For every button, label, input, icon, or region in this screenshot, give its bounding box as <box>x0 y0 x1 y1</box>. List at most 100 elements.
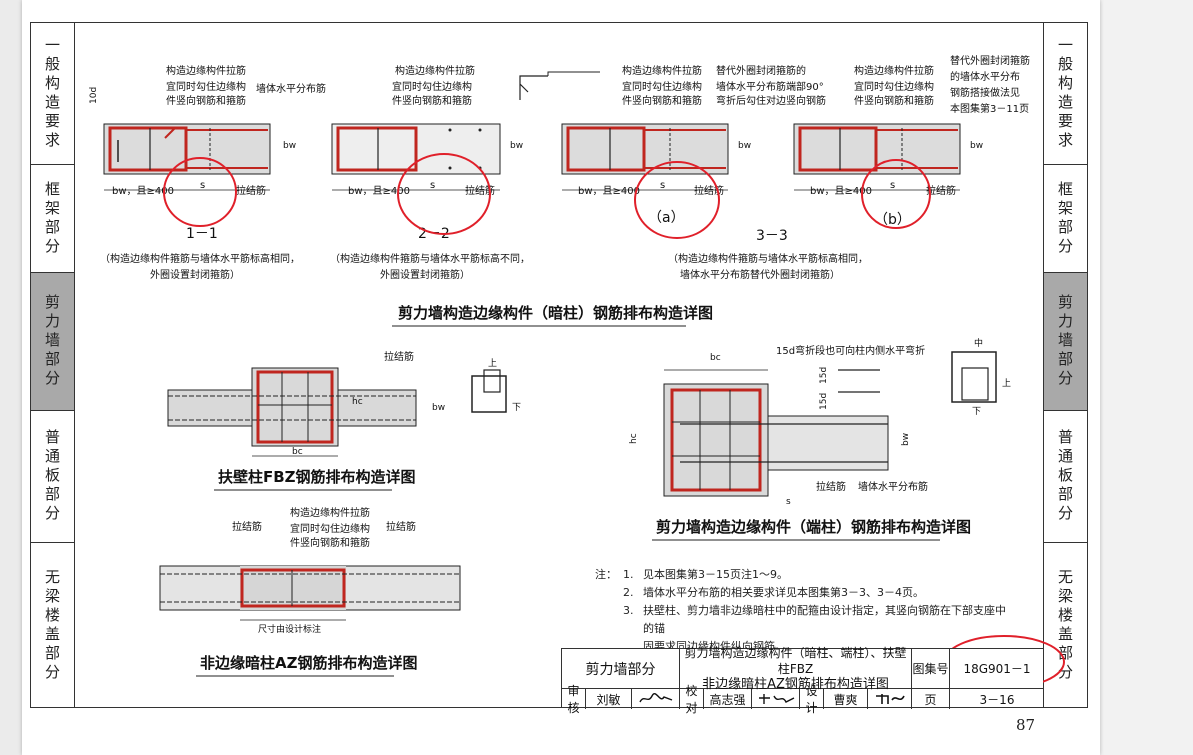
az-detail: 尺寸由设计标注 拉结筋 构造边缘构件拉筋 宜同时勾住边缘构 件竖向钢筋和箍筋 拉… <box>159 506 461 635</box>
replace-note: 钢筋搭接做法见 <box>950 86 1020 99</box>
tb-title-line: 非边缘暗柱AZ钢筋排布构造详图 <box>702 676 889 692</box>
section-3-3-b: bw，且≥400 s 拉结筋 bw 构造边缘构件拉筋 宜同时勾住边缘构 件竖向钢… <box>793 54 1030 228</box>
replace-note: 墙体水平分布筋端部90° <box>716 80 824 93</box>
tb-drawing-title: 剪力墙构造边缘构件（暗柱、端柱）、扶壁柱FBZ 非边缘暗柱AZ钢筋排布构造详图 <box>680 646 912 692</box>
dim-label: 尺寸由设计标注 <box>258 623 321 635</box>
tab-label: 剪力墙部分 <box>1056 294 1074 389</box>
tb-atlas-no: 18G901－1 <box>950 649 1044 689</box>
replace-note: 替代外圈封闭箍筋 <box>950 54 1030 67</box>
subfigure-label: （a） <box>648 210 685 226</box>
annotation-circle <box>861 159 931 229</box>
dim-bw: bw <box>510 141 523 151</box>
subfigure-label: （b） <box>874 212 911 228</box>
tab-slab[interactable]: 普通板部分 <box>1044 411 1087 543</box>
dim-hc: hc <box>352 397 363 407</box>
tie-label: 拉结筋 <box>386 520 416 533</box>
tab-shear-wall[interactable]: 剪力墙部分 <box>1044 273 1087 411</box>
tie-label: 拉结筋 <box>926 184 956 197</box>
section-1-1: bw，且≥400 s 拉结筋 bw 10d 构造边缘构件拉筋 宜同时勾住边缘构 … <box>89 64 326 281</box>
tab-frame[interactable]: 框架部分 <box>1044 165 1087 273</box>
replace-note: 弯折后勾住对边竖向钢筋 <box>716 94 826 107</box>
tb-design-signature <box>868 689 912 709</box>
annotation-circle <box>163 157 237 227</box>
drawing-frame <box>75 22 1043 708</box>
wall-bar-label: 墙体水平分布筋 <box>256 82 326 95</box>
section-note: （构造边缘构件箍筋与墙体水平筋标高不同， <box>330 252 530 265</box>
tie-label: 拉结筋 <box>232 520 262 533</box>
dim-bc: bc <box>710 353 721 363</box>
dim-15d: 15d <box>819 393 829 410</box>
dim-bw: bw <box>283 141 296 151</box>
callout-hook: 宜同时勾住边缘构 <box>622 80 702 93</box>
title-az: 非边缘暗柱AZ钢筋排布构造详图 <box>200 654 418 672</box>
orient-mid: 中 <box>974 337 983 349</box>
note-text: 见本图集第3－15页注1～9。 <box>643 568 788 581</box>
dim-10d: 10d <box>89 87 99 104</box>
tb-design-name: 曹爽 <box>824 689 868 709</box>
tb-review-signature <box>632 689 680 709</box>
tie-label: 拉结筋 <box>816 480 846 493</box>
callout-hook: 宜同时勾住边缘构 <box>290 522 370 535</box>
tb-title-line: 剪力墙构造边缘构件（暗柱、端柱）、扶壁柱FBZ <box>684 645 907 676</box>
tab-label: 一般构造要求 <box>1056 36 1074 151</box>
tab-shear-wall[interactable]: 剪力墙部分 <box>31 273 74 411</box>
callout-tie: 构造边缘构件拉筋 <box>166 64 246 77</box>
notes-label: 注： <box>595 568 617 581</box>
orient-down: 下 <box>512 403 521 413</box>
callout-tie: 构造边缘构件拉筋 <box>622 64 702 77</box>
title-hidden-column: 剪力墙构造边缘构件（暗柱）钢筋排布构造详图 <box>398 304 713 322</box>
tie-label: 拉结筋 <box>236 184 266 197</box>
title-end-column: 剪力墙构造边缘构件（端柱）钢筋排布构造详图 <box>656 518 971 536</box>
section-note: 外圈设置封闭箍筋） <box>150 268 240 281</box>
callout-hook: 件竖向钢筋和箍筋 <box>290 536 370 549</box>
tab-label: 无梁楼盖部分 <box>43 569 61 683</box>
fbz-detail: bc hc bw 拉结筋 上 下 <box>167 350 521 457</box>
callout-hook: 件竖向钢筋和箍筋 <box>392 94 472 107</box>
dim-width: bw，且≥400 <box>112 185 174 197</box>
dim-width: bw，且≥400 <box>810 185 872 197</box>
tb-page-label: 页 <box>912 689 950 709</box>
tie-label: 拉结筋 <box>384 350 414 363</box>
note-text: 墙体水平分布筋的相关要求详见本图集第3－3、3－4页。 <box>643 586 924 599</box>
section-label: 1－1 <box>186 226 218 242</box>
bend-note: 15d弯折段也可向柱内侧水平弯折 <box>776 344 925 357</box>
dim-s: s <box>200 180 205 191</box>
tab-general[interactable]: 一般构造要求 <box>31 23 74 165</box>
note-number: 2. <box>623 586 634 599</box>
tab-slab[interactable]: 普通板部分 <box>31 411 74 543</box>
callout-tie: 构造边缘构件拉筋 <box>290 506 370 519</box>
tab-flat-slab[interactable]: 无梁楼盖部分 <box>31 543 74 709</box>
tab-frame[interactable]: 框架部分 <box>31 165 74 273</box>
tb-page-no: 3－16 <box>979 692 1015 707</box>
note-number: 1. <box>623 568 634 581</box>
tab-label: 框架部分 <box>43 180 61 257</box>
replace-note: 本图集第3－11页 <box>950 102 1029 115</box>
callout-hook: 宜同时勾住边缘构 <box>166 80 246 93</box>
tb-check-label: 校对 <box>680 684 704 715</box>
callout-tie: 构造边缘构件拉筋 <box>854 64 934 77</box>
annotation-circle <box>397 153 491 235</box>
end-column-detail: bc hc bw s 15d弯折段也可向柱内侧水平弯折 15d 15d 拉结筋 … <box>629 337 1011 507</box>
tab-general[interactable]: 一般构造要求 <box>1044 23 1087 165</box>
tb-review-name: 刘敏 <box>586 689 632 709</box>
tb-part: 剪力墙部分 <box>562 649 680 689</box>
dim-bw: bw <box>970 141 983 151</box>
section-note: （构造边缘构件箍筋与墙体水平筋标高相同， <box>100 252 300 265</box>
viewer-background <box>1100 0 1193 755</box>
dim-width: bw，且≥400 <box>348 185 410 197</box>
dim-bw: bw <box>432 403 445 413</box>
side-tabs-right: 一般构造要求 框架部分 剪力墙部分 普通板部分 无梁楼盖部分 <box>1043 22 1088 708</box>
dim-s: s <box>660 180 665 191</box>
dim-bw: bw <box>901 433 911 446</box>
callout-hook: 宜同时勾住边缘构 <box>392 80 472 93</box>
tb-design-label: 设计 <box>800 684 824 715</box>
orient-down: 下 <box>972 407 981 417</box>
dim-bc: bc <box>292 447 303 457</box>
tab-label: 普通板部分 <box>1056 429 1074 524</box>
callout-hook: 件竖向钢筋和箍筋 <box>854 94 934 107</box>
note-text: 扶壁柱、剪力墙非边缘暗柱中的配箍由设计指定，其竖向钢筋在下部支座中的锚 <box>643 604 1006 635</box>
section-2-2: bw，且≥400 s 拉结筋 bw 构造边缘构件拉筋 宜同时勾住边缘构 件竖向钢… <box>330 64 530 281</box>
tab-label: 普通板部分 <box>43 429 61 524</box>
orient-up: 上 <box>488 358 497 369</box>
